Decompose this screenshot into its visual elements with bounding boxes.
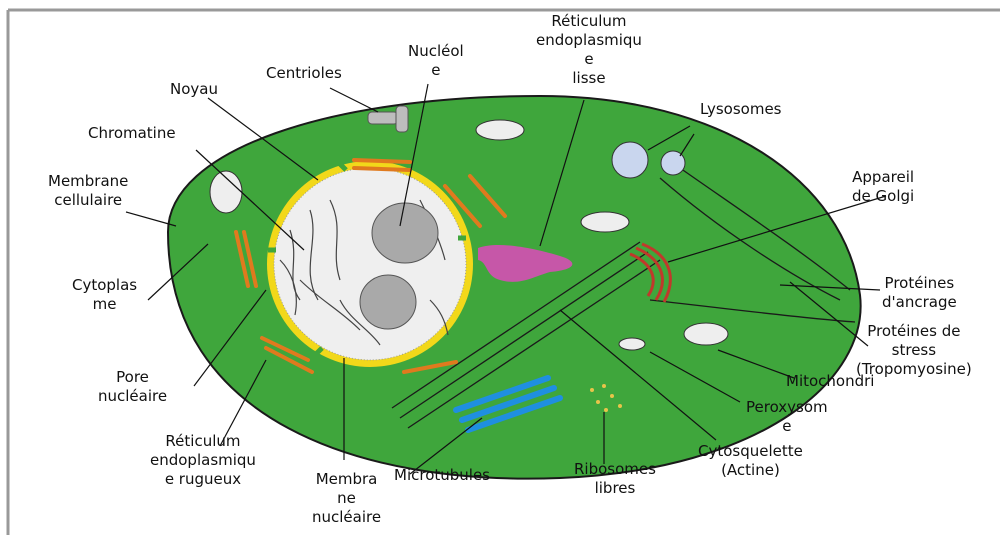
label-microtubules: Microtubules xyxy=(394,466,490,485)
label-peroxysome: Peroxysom e xyxy=(746,398,828,436)
label-proteines-ancrage: Protéines d'ancrage xyxy=(882,274,957,312)
label-lysosomes: Lysosomes xyxy=(700,100,782,119)
nucleolus-2 xyxy=(360,275,416,329)
label-noyau: Noyau xyxy=(170,80,218,99)
label-reticulum-lisse: Réticulum endoplasmiqu e lisse xyxy=(536,12,642,88)
label-ribosomes-libres: Ribosomes libres xyxy=(574,460,656,498)
label-membrane-cellulaire: Membrane cellulaire xyxy=(48,172,128,210)
label-appareil-golgi: Appareil de Golgi xyxy=(852,168,914,206)
peroxisome xyxy=(619,338,645,350)
label-nucleole: Nucléol e xyxy=(408,42,464,80)
label-cytosquelette: Cytosquelette (Actine) xyxy=(698,442,803,480)
nucleolus-1 xyxy=(372,203,438,263)
lysosome-1 xyxy=(612,142,648,178)
label-centrioles: Centrioles xyxy=(266,64,342,83)
label-proteines-stress: Protéines de stress (Tropomyosine) xyxy=(856,322,972,379)
label-reticulum-rugueux: Réticulum endoplasmiqu e rugueux xyxy=(150,432,256,489)
label-pore-nucleaire: Pore nucléaire xyxy=(98,368,167,406)
label-chromatine: Chromatine xyxy=(88,124,176,143)
label-cytoplasme: Cytoplas me xyxy=(72,276,137,314)
label-mitochondrie: Mitochondri xyxy=(786,372,874,391)
label-membrane-nucleaire: Membra ne nucléaire xyxy=(312,470,381,527)
nucleus xyxy=(274,168,466,360)
